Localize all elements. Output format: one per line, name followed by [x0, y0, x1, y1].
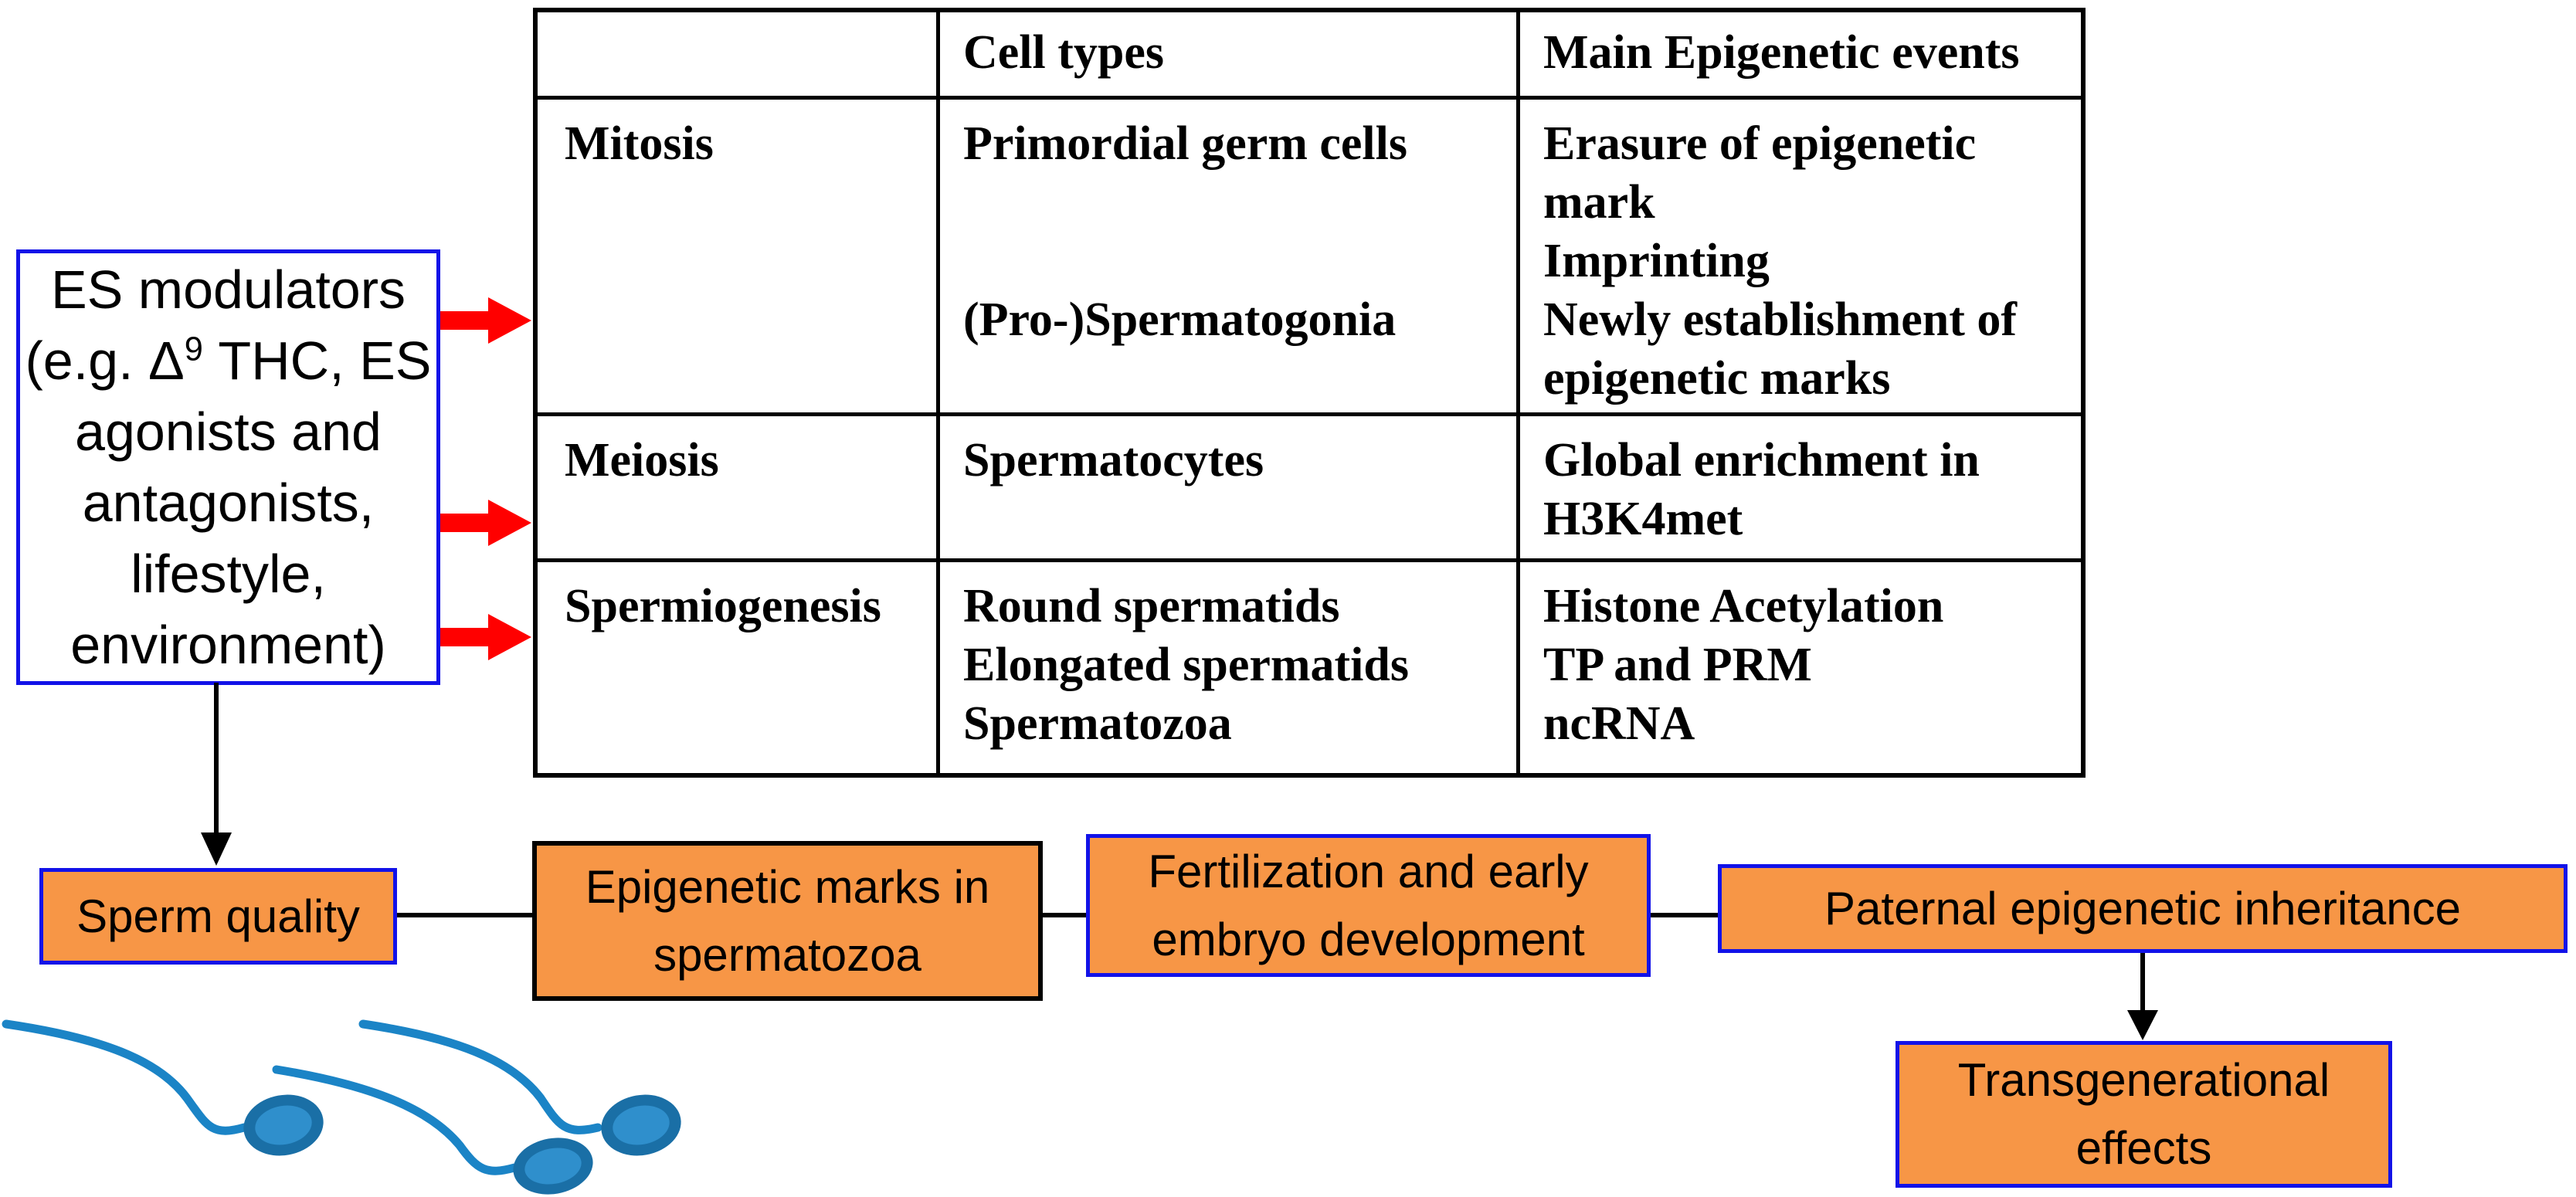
table-cell-events: Global enrichment in H3K4met — [1543, 431, 1980, 548]
box-label: embryo development — [1152, 913, 1585, 965]
sperm-icon — [272, 1065, 593, 1195]
cell-line: Erasure of epigenetic — [1543, 117, 1977, 170]
cell-line: ncRNA — [1543, 697, 1695, 750]
es-line: (e.g. Δ9 THC, ES — [25, 331, 432, 391]
table-row-divider — [538, 558, 2081, 562]
box-label: Transgenerational — [1957, 1054, 2330, 1106]
cell-line: Elongated spermatids — [963, 639, 1409, 691]
connector-line — [394, 913, 535, 917]
cell-line: Global enrichment in — [1543, 434, 1980, 487]
table-cell-types: Primordial germ cells (Pro-)Spermatogoni… — [963, 114, 1407, 349]
es-line: environment) — [70, 615, 386, 675]
transgenerational-effects-box: Transgenerational effects — [1896, 1041, 2392, 1188]
cell-line: (Pro-)Spermatogonia — [963, 293, 1397, 346]
box-label: Fertilization and early — [1148, 845, 1589, 897]
connector-line — [1649, 913, 1720, 917]
box-label: effects — [2075, 1122, 2212, 1174]
sperm-icon — [2, 1019, 324, 1156]
cell-line: Primordial germ cells — [963, 117, 1408, 170]
connector-line — [1041, 913, 1088, 917]
table-header-cell-types: Cell types — [963, 26, 1165, 79]
cell-line: TP and PRM — [1543, 639, 1812, 691]
cell-line: epigenetic marks — [1543, 352, 1891, 405]
cell-line: Imprinting — [1543, 235, 1770, 287]
red-arrow-right-icon — [440, 614, 531, 660]
red-arrow-right-icon — [440, 297, 531, 344]
superscript-9: 9 — [184, 331, 203, 368]
cell-line: Spermatozoa — [963, 697, 1232, 750]
cell-line: Spermatocytes — [963, 434, 1264, 487]
table-cell-events: Histone Acetylation TP and PRM ncRNA — [1543, 577, 1943, 753]
table-cell-events: Erasure of epigenetic mark Imprinting Ne… — [1543, 114, 2017, 408]
table-row-divider — [538, 412, 2081, 416]
sperm-quality-box: Sperm quality — [39, 868, 397, 965]
table-row-stage: Spermiogenesis — [565, 580, 881, 632]
box-label: Sperm quality — [76, 890, 360, 942]
box-label: Paternal epigenetic inheritance — [1824, 882, 2461, 934]
table-column-divider — [936, 12, 940, 773]
down-arrow-icon — [2127, 951, 2158, 1040]
box-label: spermatozoa — [653, 928, 921, 981]
es-line: antagonists, — [82, 473, 375, 533]
es-line: agonists and — [75, 402, 382, 462]
table-row-divider — [538, 96, 2081, 100]
paternal-inheritance-box: Paternal epigenetic inheritance — [1718, 864, 2568, 953]
table-cell-types: Spermatocytes — [963, 431, 1264, 490]
table-cell-types: Round spermatids Elongated spermatids Sp… — [963, 577, 1409, 753]
es-line: ES modulators — [50, 259, 406, 320]
sperm-illustration — [2, 1019, 681, 1195]
table-column-divider — [1516, 12, 1520, 773]
cell-line: Round spermatids — [963, 580, 1340, 632]
cell-line: Histone Acetylation — [1543, 580, 1944, 632]
red-arrow-right-icon — [440, 500, 531, 546]
table-header-events: Main Epigenetic events — [1543, 26, 2020, 79]
epigenetic-marks-box: Epigenetic marks in spermatozoa — [532, 841, 1043, 1001]
cell-line: mark — [1543, 176, 1655, 229]
epigenetics-table: Cell types Main Epigenetic events Mitosi… — [533, 8, 2086, 778]
sperm-icon — [358, 1019, 681, 1156]
cell-line: Newly establishment of — [1543, 293, 2018, 346]
es-modulators-box: ES modulators (e.g. Δ9 THC, ES agonists … — [16, 249, 440, 685]
down-arrow-icon — [201, 683, 232, 866]
table-row-stage: Meiosis — [565, 434, 719, 487]
cell-line: H3K4met — [1543, 493, 1743, 545]
es-line: lifestyle, — [131, 544, 326, 604]
fertilization-box: Fertilization and early embryo developme… — [1086, 834, 1651, 977]
table-row-stage: Mitosis — [565, 117, 714, 170]
box-label: Epigenetic marks in — [585, 860, 990, 913]
